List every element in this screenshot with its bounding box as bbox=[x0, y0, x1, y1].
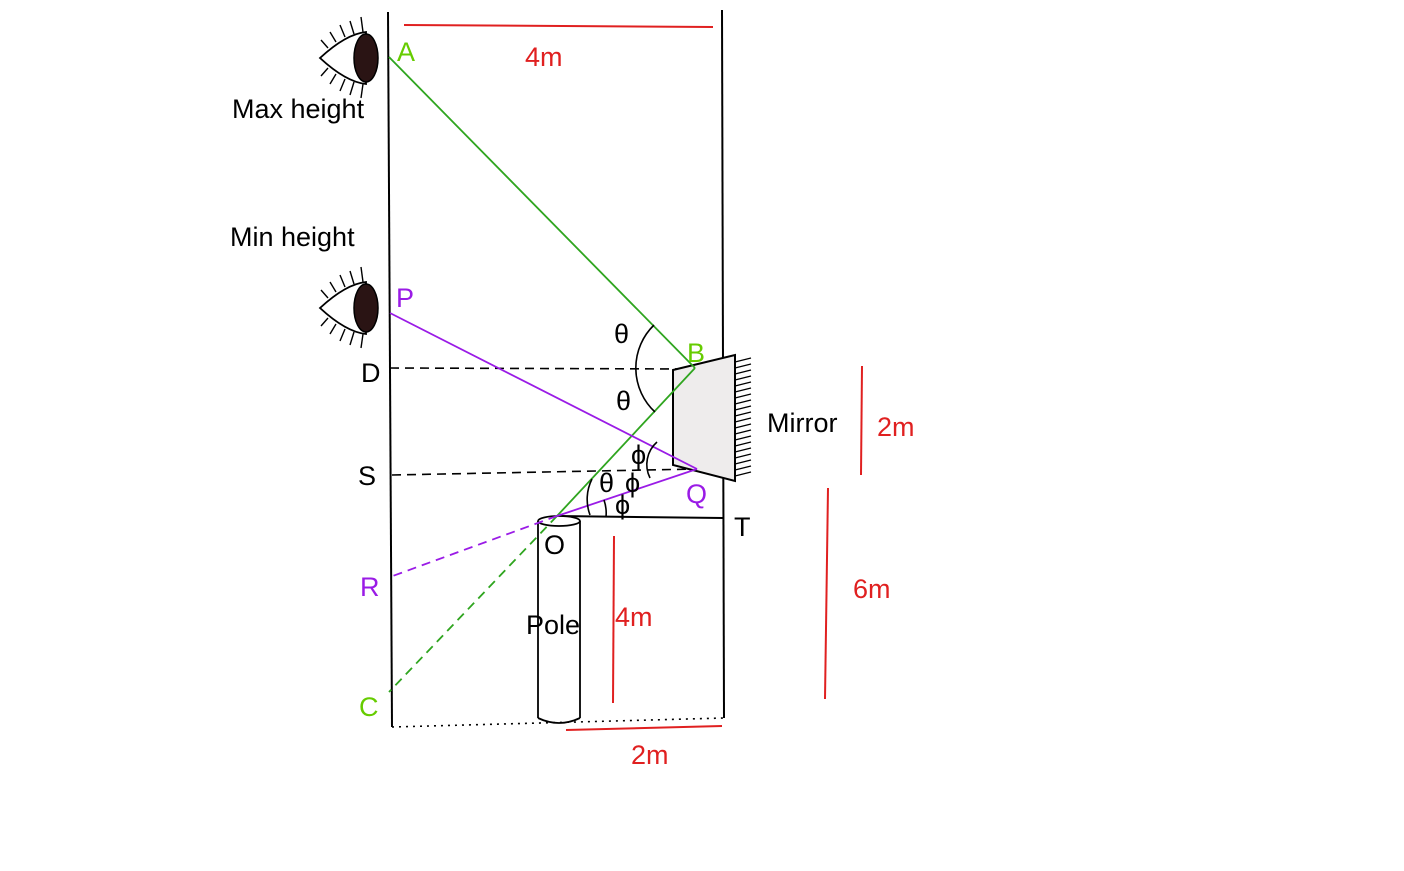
mirror-hatch-mark bbox=[734, 363, 752, 369]
mirror-hatch-mark bbox=[734, 417, 752, 423]
mirror-hatch-mark bbox=[734, 411, 752, 417]
point-d-label: D bbox=[361, 358, 381, 388]
mirror-hatch-mark bbox=[734, 381, 752, 387]
mirror-hatch-mark bbox=[734, 453, 752, 459]
angle-theta-o: θ bbox=[599, 468, 614, 498]
ray-q-to-o bbox=[556, 468, 698, 517]
mirror bbox=[672, 353, 752, 483]
point-t-label: T bbox=[734, 512, 751, 542]
extension-o-to-r bbox=[389, 515, 558, 578]
dim-mirror-height-label: 2m bbox=[877, 412, 915, 442]
angle-phi-mid: ϕ bbox=[625, 468, 640, 498]
point-p-label: P bbox=[396, 283, 414, 313]
pole-label: Pole bbox=[526, 610, 580, 640]
dim-line-pole-to-wall bbox=[565, 725, 723, 731]
angle-phi-o: ϕ bbox=[615, 490, 630, 520]
angle-theta-lower: θ bbox=[616, 386, 631, 416]
mirror-hatch-mark bbox=[734, 471, 752, 477]
angle-arc-o-outer bbox=[586, 478, 593, 516]
max-height-label: Max height bbox=[232, 94, 365, 124]
mirror-hatch-mark bbox=[734, 459, 752, 465]
eye-icon-max bbox=[318, 16, 379, 99]
dim-top-width-label: 4m bbox=[525, 42, 563, 72]
angle-phi-q: ϕ bbox=[631, 440, 646, 470]
mirror-hatch-mark bbox=[734, 357, 752, 363]
angle-theta-upper: θ bbox=[614, 319, 629, 349]
horizontal-s-line bbox=[391, 468, 698, 476]
point-a-label: A bbox=[397, 37, 415, 67]
mirror-hatch-mark bbox=[734, 465, 752, 471]
point-s-label: S bbox=[358, 461, 376, 491]
point-o-label: O bbox=[544, 530, 565, 560]
horizontal-d-line bbox=[389, 367, 695, 370]
dim-line-top-width bbox=[403, 24, 714, 28]
point-r-label: R bbox=[360, 572, 380, 602]
pole-cylinder bbox=[537, 515, 581, 724]
mirror-hatch-mark bbox=[734, 423, 752, 429]
min-height-label: Min height bbox=[230, 222, 355, 252]
dim-line-pole-height bbox=[612, 535, 615, 704]
mirror-hatch-mark bbox=[734, 375, 752, 381]
mirror-hatch-mark bbox=[734, 435, 752, 441]
dim-lower-height-label: 6m bbox=[853, 574, 891, 604]
mirror-hatch-mark bbox=[734, 429, 752, 435]
mirror-hatch-mark bbox=[734, 399, 752, 405]
mirror-hatch-mark bbox=[734, 405, 752, 411]
mirror-label: Mirror bbox=[767, 408, 837, 438]
pole-top-to-t-line bbox=[556, 515, 724, 519]
mirror-hatch-mark bbox=[734, 441, 752, 447]
angle-arc-o-inner bbox=[603, 499, 607, 518]
left-wall bbox=[387, 11, 393, 728]
point-b-label: B bbox=[687, 338, 705, 368]
dim-line-mirror-height bbox=[860, 365, 863, 476]
eye-icon-min bbox=[318, 266, 379, 349]
dim-line-lower-height bbox=[824, 487, 829, 700]
extension-o-to-c bbox=[388, 515, 558, 693]
mirror-hatch-mark bbox=[734, 369, 752, 375]
angle-arc-b bbox=[635, 324, 656, 413]
dim-pole-height-label: 4m bbox=[615, 602, 653, 632]
point-c-label: C bbox=[359, 692, 379, 722]
mirror-hatch-mark bbox=[734, 387, 752, 393]
point-q-label: Q bbox=[686, 479, 707, 509]
dim-pole-to-wall-label: 2m bbox=[631, 740, 669, 770]
ray-p-to-q bbox=[389, 312, 698, 470]
ray-a-to-b bbox=[388, 56, 696, 369]
angle-arc-q bbox=[646, 441, 658, 479]
mirror-hatch-mark bbox=[734, 447, 752, 453]
ray-b-to-o bbox=[556, 367, 696, 517]
mirror-hatch-mark bbox=[734, 393, 752, 399]
